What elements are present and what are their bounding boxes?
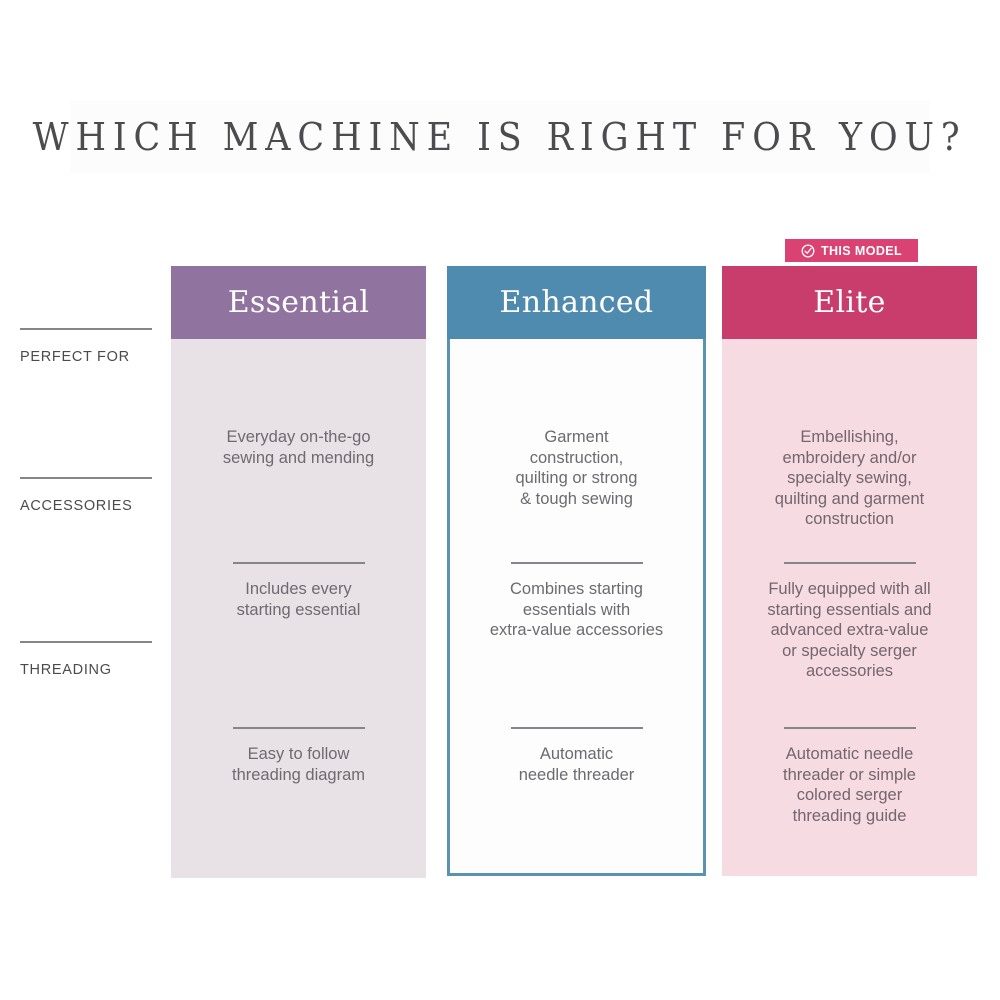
cell-text: Easy to follow threading diagram [232,745,365,784]
divider-rule [510,727,643,729]
column-enhanced[interactable]: Enhanced Garment construction, quilting … [447,266,706,876]
row-label-text: PERFECT FOR [20,349,130,365]
divider-rule [20,328,152,330]
cell-text: Embellishing, embroidery and/or specialt… [774,428,925,528]
column-elite[interactable]: Elite Embellishing, embroidery and/or sp… [722,266,977,876]
divider-rule [783,562,916,564]
divider-rule [510,562,643,564]
badge-label: THIS MODEL [820,243,903,258]
cell-essential-threading: Easy to follow threading diagram [171,727,426,785]
cell-text: Automatic needle threader or simple colo… [783,745,916,825]
row-label-text: ACCESSORIES [20,498,133,514]
column-title: Enhanced [499,285,654,320]
column-body-elite: Embellishing, embroidery and/or specialt… [722,339,977,876]
column-title: Elite [813,285,886,320]
column-header-elite: Elite [722,266,977,339]
divider-rule [783,727,916,729]
divider-rule [232,562,365,564]
cell-elite-threading: Automatic needle threader or simple colo… [722,727,977,826]
row-label-threading: THREADING [20,641,154,678]
cell-elite-perfect-for: Embellishing, embroidery and/or specialt… [722,427,977,530]
column-header-essential: Essential [171,266,426,339]
divider-rule [20,641,152,643]
page-title: WHICH MACHINE IS RIGHT FOR YOU? [33,115,967,159]
column-body-enhanced: Garment construction, quilting or strong… [450,339,703,873]
cell-enhanced-accessories: Combines starting essentials with extra-… [450,562,703,641]
column-header-enhanced: Enhanced [447,266,706,339]
check-circle-icon [801,244,815,258]
cell-text: Everyday on-the-go sewing and mending [222,428,375,467]
cell-text: Fully equipped with all starting essenti… [767,580,932,680]
cell-enhanced-threading: Automatic needle threader [450,727,703,785]
divider-rule [232,727,365,729]
row-label-perfect-for: PERFECT FOR [20,328,154,365]
column-body-essential: Everyday on-the-go sewing and mending In… [171,339,426,878]
cell-text: Garment construction, quilting or strong… [515,428,638,508]
comparison-table: PERFECT FOR ACCESSORIES THREADING Essent… [0,236,1000,878]
title-banner: WHICH MACHINE IS RIGHT FOR YOU? [33,101,960,173]
column-title: Essential [227,285,370,320]
column-essential[interactable]: Essential Everyday on-the-go sewing and … [171,266,426,878]
cell-text: Combines starting essentials with extra-… [489,580,664,639]
divider-rule [20,477,152,479]
row-label-text: THREADING [20,662,112,678]
cell-essential-accessories: Includes every starting essential [171,562,426,620]
this-model-badge: THIS MODEL [785,239,918,262]
cell-enhanced-perfect-for: Garment construction, quilting or strong… [450,427,703,509]
cell-text: Automatic needle threader [518,745,635,784]
cell-text: Includes every starting essential [236,580,361,619]
cell-elite-accessories: Fully equipped with all starting essenti… [722,562,977,682]
cell-essential-perfect-for: Everyday on-the-go sewing and mending [171,427,426,468]
row-label-accessories: ACCESSORIES [20,477,154,514]
